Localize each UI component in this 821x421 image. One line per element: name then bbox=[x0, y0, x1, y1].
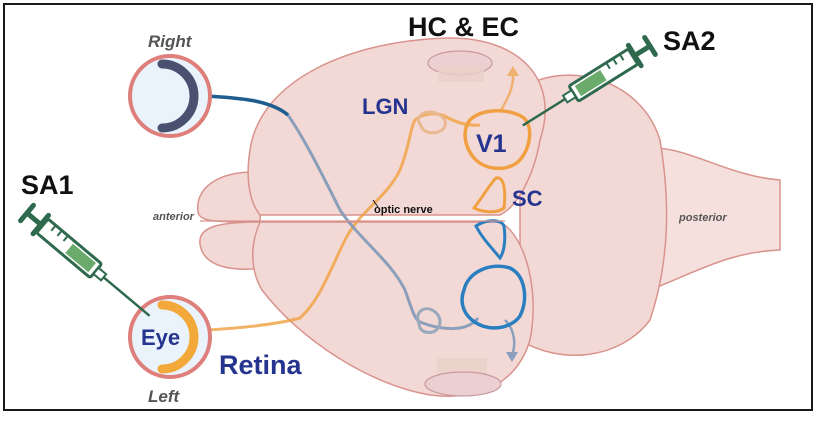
label-eye: Eye bbox=[141, 325, 181, 350]
v1-contra-region bbox=[460, 264, 527, 330]
left-eye bbox=[128, 295, 212, 379]
lgn-upper bbox=[416, 110, 447, 135]
lgn-lower bbox=[416, 307, 442, 334]
label-v1: V1 bbox=[476, 130, 507, 158]
label-posterior: posterior bbox=[679, 212, 727, 224]
label-left: Left bbox=[148, 387, 180, 406]
hc-ec-structure-bottom bbox=[424, 358, 502, 397]
label-anterior: anterior bbox=[153, 211, 194, 223]
syringe-sa1-icon bbox=[18, 202, 151, 317]
olfactory-bulbs bbox=[197, 171, 263, 270]
sc-upper-region bbox=[471, 176, 507, 214]
lower-hemisphere bbox=[252, 221, 534, 397]
upper-hemisphere bbox=[247, 37, 546, 216]
right-eye bbox=[128, 54, 212, 138]
label-sa1: SA1 bbox=[21, 170, 74, 200]
left-optic-pathway bbox=[207, 112, 481, 332]
label-retina: Retina bbox=[219, 350, 302, 380]
label-sa2: SA2 bbox=[663, 26, 716, 56]
label-hc-ec: HC & EC bbox=[408, 12, 520, 42]
label-optic-nerve: optic nerve bbox=[374, 204, 433, 216]
right-optic-pathway-outer bbox=[205, 94, 290, 117]
v1-to-hc-arrowhead bbox=[507, 66, 519, 76]
optic-nerve-pointer bbox=[372, 199, 379, 208]
hc-ec-structure-top bbox=[427, 50, 493, 82]
v1-region bbox=[463, 109, 532, 171]
syringe-sa2-icon bbox=[522, 35, 658, 127]
label-right: Right bbox=[148, 32, 192, 51]
sc-to-hc-arrowhead bbox=[506, 352, 518, 362]
brainstem bbox=[639, 147, 781, 292]
label-sc: SC bbox=[512, 186, 543, 211]
label-lgn: LGN bbox=[362, 94, 409, 119]
